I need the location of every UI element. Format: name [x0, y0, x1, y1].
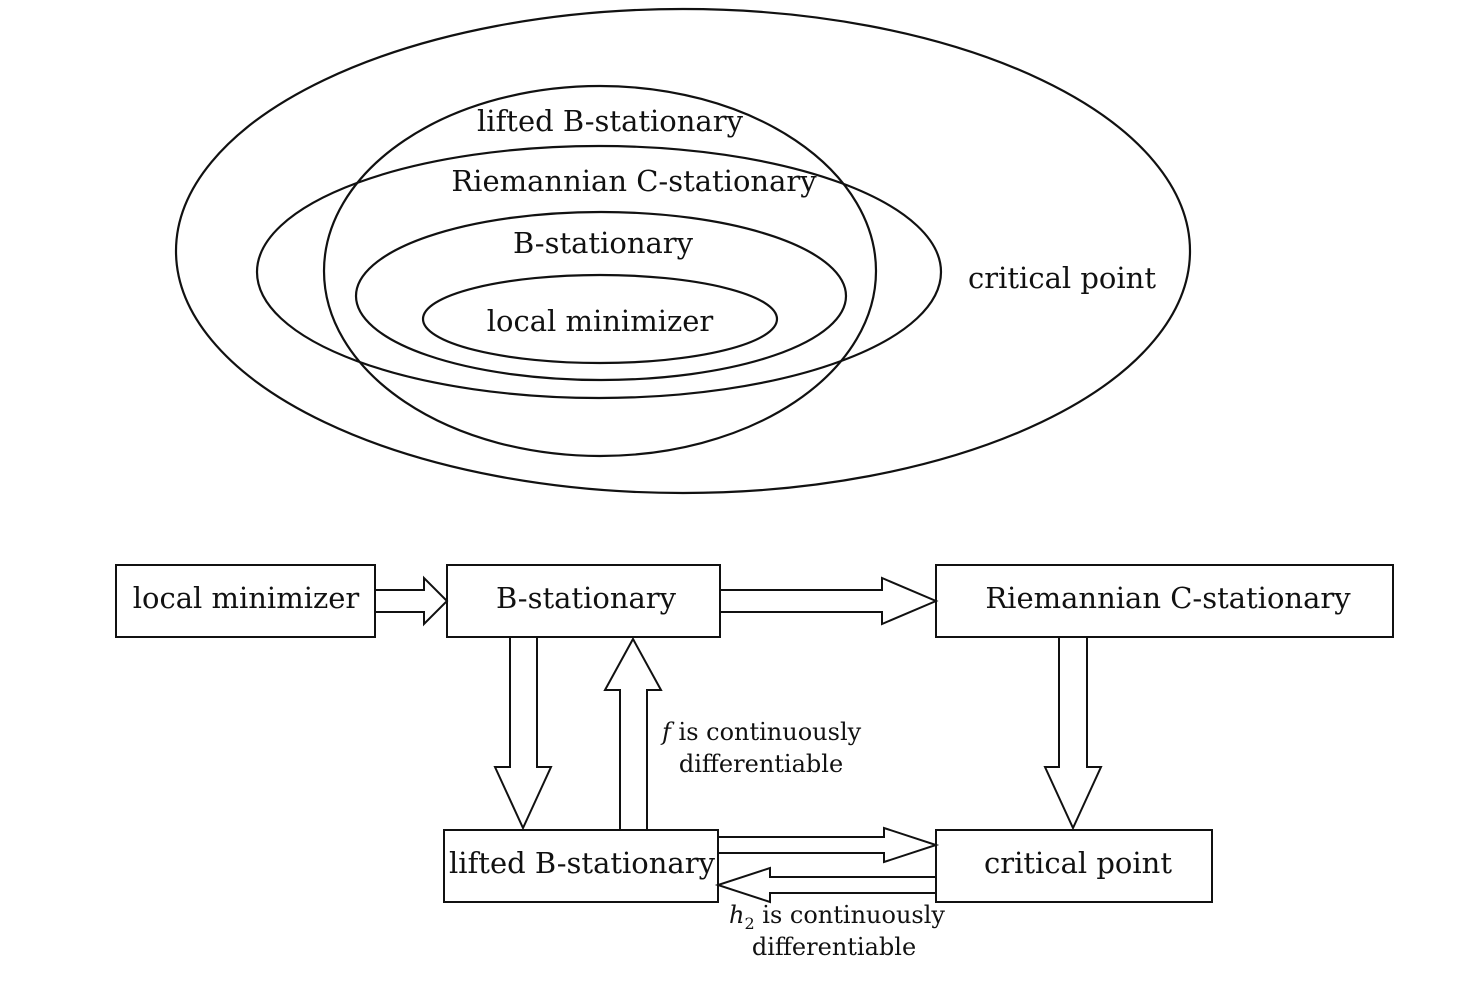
- box-b-stationary: B-stationary: [446, 564, 721, 638]
- b-stationary-region: [354, 210, 848, 382]
- box-label-riemannian-c-stationary: Riemannian C-stationary: [985, 581, 1351, 615]
- venn-label-lifted-b-stationary: lifted B-stationary: [477, 104, 744, 138]
- critical-point-region: [174, 7, 1192, 495]
- arrow-lifted-b-stationary-to-critical-point: [717, 826, 940, 864]
- venn-diagram: lifted B-stationary Riemannian C-station…: [174, 7, 1192, 495]
- implication-diagram: local minimizer B-stationary Riemannian …: [115, 564, 1394, 961]
- box-lifted-b-stationary: lifted B-stationary: [443, 829, 719, 903]
- venn-label-critical-point: critical point: [968, 261, 1156, 295]
- arrow-lifted-b-stationary-to-b-stationary: [603, 636, 663, 831]
- arrow-critical-point-to-lifted-b-stationary: [714, 866, 937, 904]
- svg-text:h2 is continuously: h2 is continuously: [729, 901, 945, 933]
- box-critical-point: critical point: [935, 829, 1213, 903]
- box-label-critical-point: critical point: [984, 846, 1172, 880]
- venn-label-riemannian-c-stationary: Riemannian C-stationary: [451, 164, 817, 198]
- condition-h2-subscript: 2: [744, 914, 754, 933]
- box-local-minimizer: local minimizer: [115, 564, 376, 638]
- lifted-b-stationary-region: [322, 84, 878, 458]
- box-label-b-stationary: B-stationary: [496, 581, 677, 615]
- arrow-local-minimizer-to-b-stationary: [374, 575, 449, 627]
- svg-text:f is continuously: f is continuously: [660, 718, 862, 746]
- arrow-riemannian-c-stationary-to-critical-point: [1043, 636, 1103, 831]
- arrow-b-stationary-to-riemannian-c-stationary: [719, 576, 939, 626]
- arrow-b-stationary-to-lifted-b-stationary: [493, 636, 553, 831]
- condition-f-text: is continuously: [671, 718, 862, 746]
- box-riemannian-c-stationary: Riemannian C-stationary: [935, 564, 1394, 638]
- condition-f-continuously-differentiable: f is continuously differentiable: [660, 718, 862, 778]
- condition-h2-symbol: h: [729, 901, 744, 929]
- venn-label-local-minimizer: local minimizer: [487, 304, 714, 338]
- condition-h2-line2: differentiable: [752, 933, 916, 961]
- venn-label-b-stationary: B-stationary: [513, 226, 694, 260]
- condition-f-line2: differentiable: [679, 750, 843, 778]
- riemannian-c-stationary-region: [255, 144, 943, 400]
- condition-h2-continuously-differentiable: h2 is continuously differentiable: [729, 901, 945, 961]
- condition-h2-text: is continuously: [755, 901, 946, 929]
- box-label-lifted-b-stationary: lifted B-stationary: [449, 846, 716, 880]
- box-label-local-minimizer: local minimizer: [133, 581, 360, 615]
- local-minimizer-region: [421, 273, 779, 365]
